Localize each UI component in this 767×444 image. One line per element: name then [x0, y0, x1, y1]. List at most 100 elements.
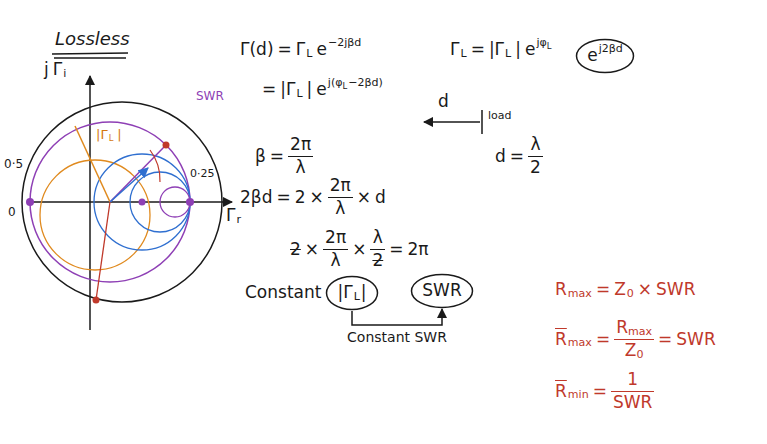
- fraction-bar: [370, 249, 385, 251]
- dot: [93, 297, 100, 304]
- denominator: 2: [370, 251, 385, 271]
- formula-line: d: [438, 92, 449, 112]
- formula-text: Γ(d): [240, 40, 274, 60]
- fraction-bar: [328, 197, 353, 199]
- formula-text: λ: [335, 199, 345, 219]
- formula-line: jΓi: [44, 60, 66, 80]
- formula-text: d: [375, 188, 386, 208]
- fraction: 2πλ: [328, 176, 353, 219]
- formula-text: 0: [627, 288, 634, 301]
- numerator: 2π: [323, 228, 348, 248]
- formula-text: SWR: [613, 393, 652, 413]
- circle-outline: [327, 277, 378, 310]
- formula-line: 0·25: [190, 168, 215, 181]
- formula-text: 2π: [325, 228, 346, 248]
- formula-text: ×: [638, 280, 652, 300]
- formula-text: d: [438, 92, 449, 112]
- formula-text: 2: [372, 251, 383, 271]
- formula-text: L: [306, 48, 312, 61]
- formula-text: L: [547, 42, 552, 52]
- formula-text: SWR: [656, 280, 695, 300]
- formula-text: max: [568, 337, 592, 350]
- dot: [163, 142, 170, 149]
- numerator: λ: [371, 228, 385, 248]
- circle-outline: [412, 275, 473, 308]
- fraction-bar: [323, 249, 348, 251]
- node-label: j2βd: [599, 43, 623, 56]
- formula-text: max: [628, 326, 652, 339]
- formula-line: Rmin=1SWR: [555, 370, 654, 413]
- formula-text: λ: [296, 158, 306, 178]
- dot: [26, 198, 34, 206]
- dot: [139, 199, 146, 206]
- formula-line: load: [488, 110, 512, 123]
- unit-circle: [22, 102, 222, 302]
- formula-text: 2π: [290, 135, 311, 155]
- underline: [54, 57, 126, 59]
- formula-line: Rmax=RmaxZ0=SWR: [555, 318, 716, 361]
- formula-text: R: [555, 330, 567, 350]
- formula-text: Γ: [53, 60, 62, 80]
- formula-text: =: [658, 330, 672, 350]
- formula-text: =: [389, 240, 403, 260]
- fraction: RmaxZ0: [614, 318, 654, 361]
- formula-text: 0: [636, 349, 643, 362]
- formula-text: 2: [290, 240, 301, 260]
- node-label: e: [587, 46, 597, 66]
- formula-text: e: [525, 40, 535, 60]
- formula-text: |Γ: [280, 80, 295, 100]
- formula-line: β=2πλ: [255, 135, 313, 178]
- formula-text: |: [515, 40, 521, 60]
- node-label: |Γ: [337, 283, 352, 303]
- circled-term: |ΓL|: [325, 275, 379, 311]
- formula-text: =: [278, 40, 292, 60]
- node-label: |: [361, 283, 367, 303]
- formula-text: ×: [305, 240, 319, 260]
- formula-line: Rmax=Z0×SWR: [555, 280, 696, 300]
- formula-line: d=λ2: [495, 135, 543, 178]
- denominator: λ: [329, 251, 343, 271]
- formula-text: Γ: [226, 206, 235, 226]
- edge-label: Constant SWR: [345, 329, 449, 345]
- formula-text: −2jβd: [328, 37, 361, 50]
- fraction: λ2: [528, 135, 543, 178]
- fraction-bar: [614, 339, 654, 341]
- formula-text: R: [555, 280, 567, 300]
- node-text: |ΓL|: [337, 283, 366, 303]
- formula-text: 0·5: [4, 158, 23, 172]
- gamma-vector: [110, 145, 166, 202]
- formula-text: β: [255, 147, 266, 167]
- numerator: λ: [528, 135, 542, 155]
- circle-outline: [577, 40, 634, 73]
- gamma-magnitude-line: [75, 126, 110, 202]
- formula-text: |Γ: [489, 40, 504, 60]
- rotated-vector: [96, 202, 110, 300]
- formula-text: Z: [614, 280, 626, 300]
- formula-text: Z: [625, 341, 637, 361]
- formula-text: d: [495, 147, 506, 167]
- resistance-circle: [160, 187, 190, 217]
- formula-line: SWR: [196, 90, 224, 104]
- formula-text: =: [471, 40, 485, 60]
- formula-text: 2βd: [240, 188, 272, 208]
- formula-text: ×: [352, 240, 366, 260]
- formula-line: 0: [8, 206, 16, 220]
- formula-text: load: [488, 110, 512, 123]
- formula-text: 2: [295, 188, 306, 208]
- formula-text: SWR: [196, 90, 224, 104]
- formula-text: =: [596, 280, 610, 300]
- dot: [186, 198, 194, 206]
- fraction: λ2: [370, 228, 385, 271]
- underline: [52, 53, 128, 54]
- formula-text: λ: [373, 228, 383, 248]
- denominator: λ: [294, 158, 308, 178]
- formula-line: Constant: [245, 283, 321, 303]
- formula-text: |: [307, 80, 313, 100]
- formula-text: =: [262, 80, 276, 100]
- imag-axis: [89, 76, 91, 330]
- fraction-bar: [288, 156, 313, 158]
- circled-term: SWR: [410, 273, 474, 309]
- formula-line: =|ΓL|ej(φL−2βd): [262, 80, 383, 100]
